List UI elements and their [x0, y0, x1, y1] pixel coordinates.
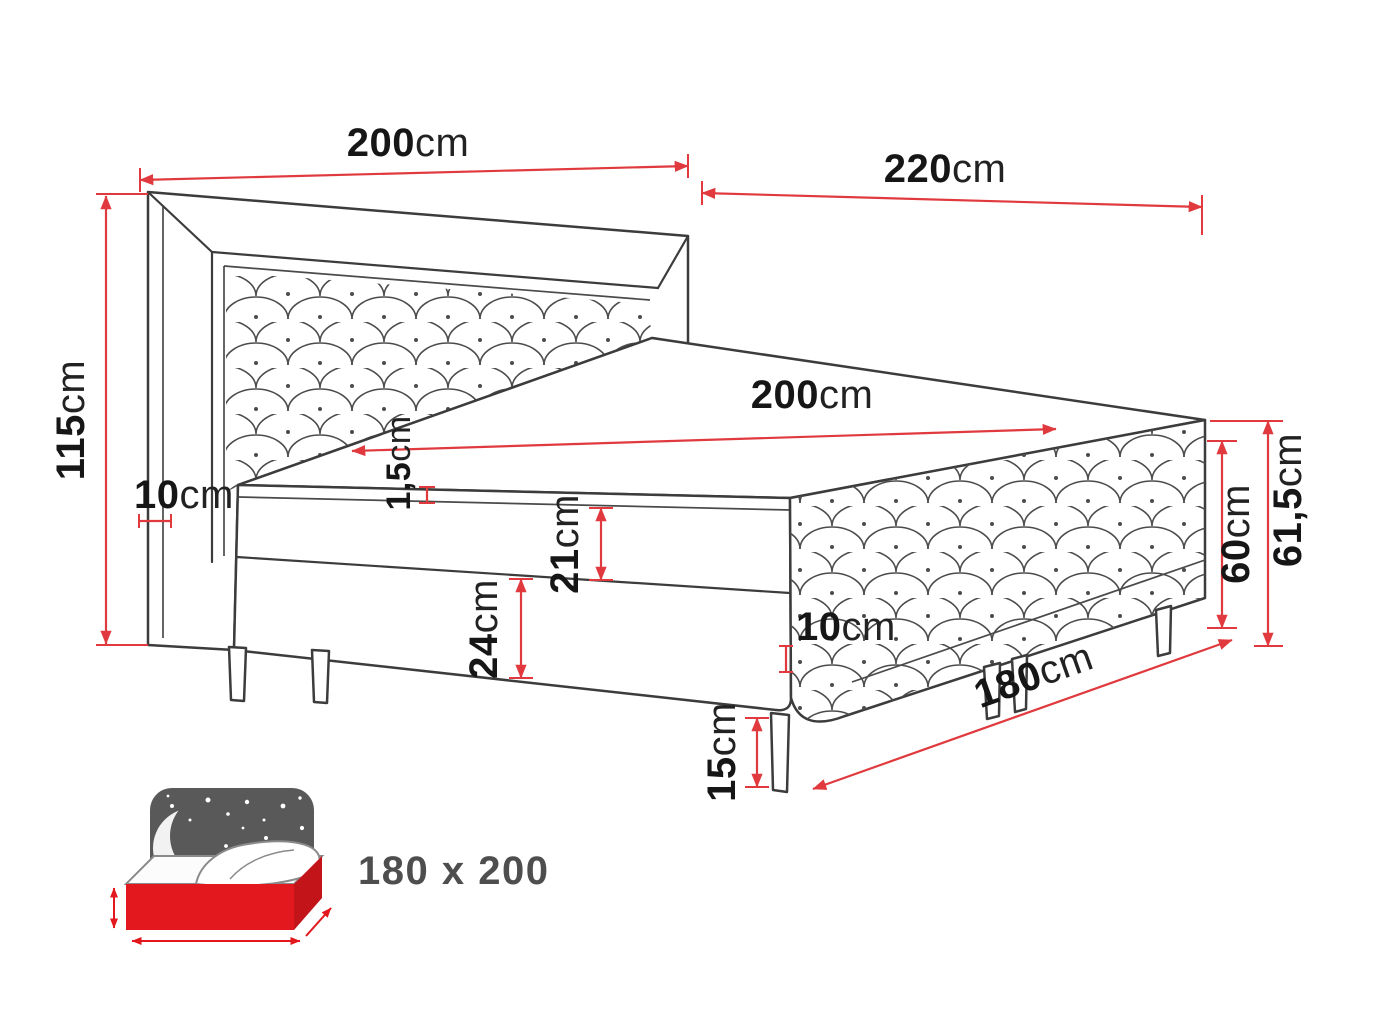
dim-total-length: 220cm — [701, 147, 1203, 235]
bed-size-icon — [110, 788, 332, 945]
size-badge: 180 x 200 — [110, 788, 549, 945]
dim-headboard-width: 200cm — [139, 121, 689, 192]
dimension-line — [701, 187, 1203, 213]
bed-drawing — [146, 190, 1207, 794]
icon-mattress-front — [126, 884, 294, 930]
dim-base-height: 24cm — [462, 578, 533, 679]
dim-mattress-thickness: 21cm — [543, 494, 613, 594]
headboard-frame-inner-top — [210, 250, 660, 290]
dim-mattress-thickness-label: 21cm — [543, 494, 587, 594]
dim-total-side-height-label: 61,5cm — [1266, 433, 1310, 567]
headboard-frame-miter-right — [656, 234, 690, 290]
side-panel-mattress-seam — [235, 555, 792, 595]
dim-side-height-label: 60cm — [1214, 484, 1258, 584]
dim-base-height-label: 24cm — [462, 579, 506, 679]
dim-bottom-rail-label: 10cm — [796, 605, 896, 649]
size-badge-label: 180 x 200 — [358, 849, 549, 893]
icon-blanket-fold — [229, 849, 295, 880]
dim-mattress-top-edge-label: 1,5cm — [380, 415, 418, 510]
bed-leg — [227, 645, 248, 703]
dimension-line — [139, 160, 689, 186]
side-panel — [232, 483, 793, 712]
dim-leg-height: 15cm — [700, 702, 769, 802]
dim-headboard-depth: 10cm — [134, 473, 234, 528]
dim-mattress-top-edge: 1,5cm — [380, 415, 435, 511]
dim-headboard-depth-label: 10cm — [134, 473, 234, 517]
headboard-tufting — [226, 272, 652, 492]
dim-total-length-label: 220cm — [884, 147, 1007, 191]
headboard-panel-top — [223, 265, 651, 301]
dimension-line — [812, 638, 1233, 791]
dim-leg-height-label: 15cm — [700, 702, 744, 802]
bed-leg — [769, 711, 791, 794]
side-panel-top-seam — [238, 496, 791, 511]
icon-depth-arrow — [305, 907, 332, 937]
icon-mattress-side — [294, 856, 322, 930]
dim-headboard-height: 115cm — [49, 193, 148, 646]
bed-leg — [310, 648, 331, 705]
dim-mattress-length-label: 200cm — [751, 373, 874, 417]
dimension-line — [351, 423, 1057, 457]
headboard-frame-miter-left — [146, 190, 214, 254]
dim-headboard-width-label: 200cm — [347, 121, 470, 165]
dim-mattress-length: 200cm — [351, 373, 1057, 457]
bed-leg — [1154, 604, 1173, 658]
dim-side-height: 60cm — [1207, 440, 1258, 629]
dim-headboard-height-label: 115cm — [49, 360, 93, 480]
dim-total-side-height: 61,5cm — [1210, 420, 1310, 647]
